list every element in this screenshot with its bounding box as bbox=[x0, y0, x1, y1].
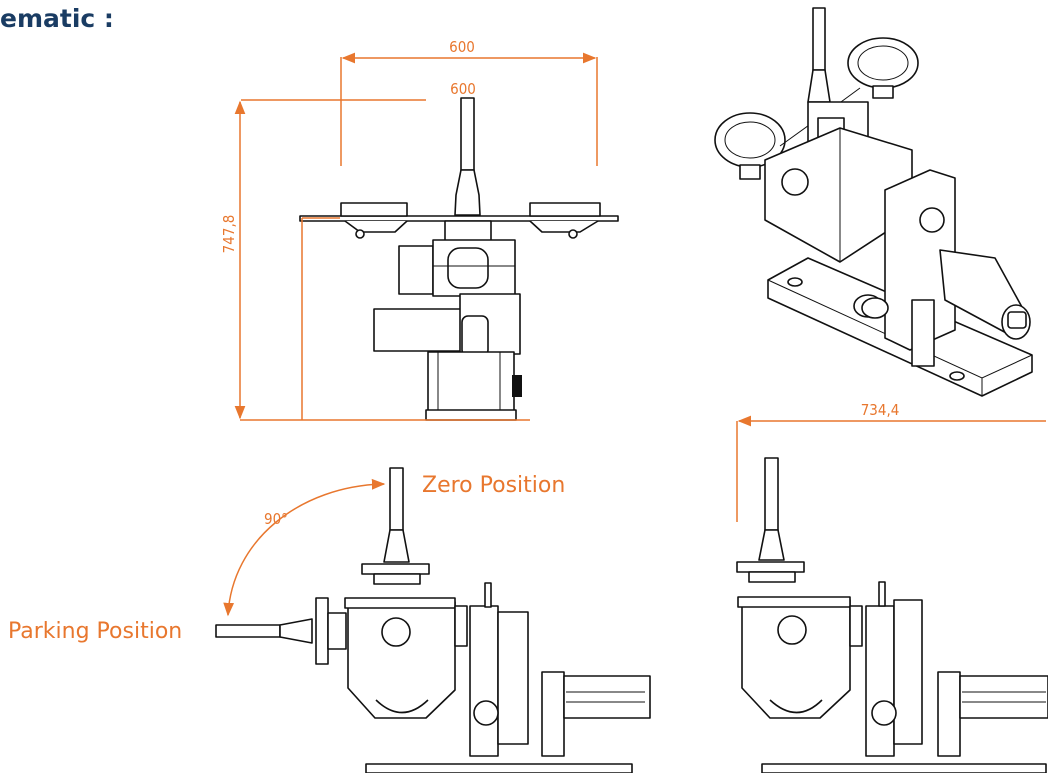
height-label: 747,8 bbox=[220, 215, 238, 254]
width-inner-label: 600 bbox=[450, 80, 476, 98]
zero-position-annotation: 90° Zero Position Parking Position bbox=[8, 473, 565, 644]
dimension-length: 734,4 bbox=[736, 401, 1046, 522]
dimension-width-inner: 600 bbox=[241, 80, 476, 101]
parking-position-label: Parking Position bbox=[8, 619, 182, 644]
width-outer-label: 600 bbox=[449, 38, 475, 56]
section-title: ematic : bbox=[0, 4, 114, 33]
zero-position-label: Zero Position bbox=[422, 473, 565, 498]
angle-label: 90° bbox=[264, 510, 288, 528]
isometric-view-drawing bbox=[714, 7, 1033, 397]
dimension-width-outer: 600 bbox=[340, 38, 598, 166]
dimension-height: 747,8 bbox=[220, 100, 530, 421]
length-label: 734,4 bbox=[861, 401, 900, 419]
front-view-drawing bbox=[299, 97, 619, 421]
side-view-zero-drawing bbox=[736, 457, 1048, 773]
